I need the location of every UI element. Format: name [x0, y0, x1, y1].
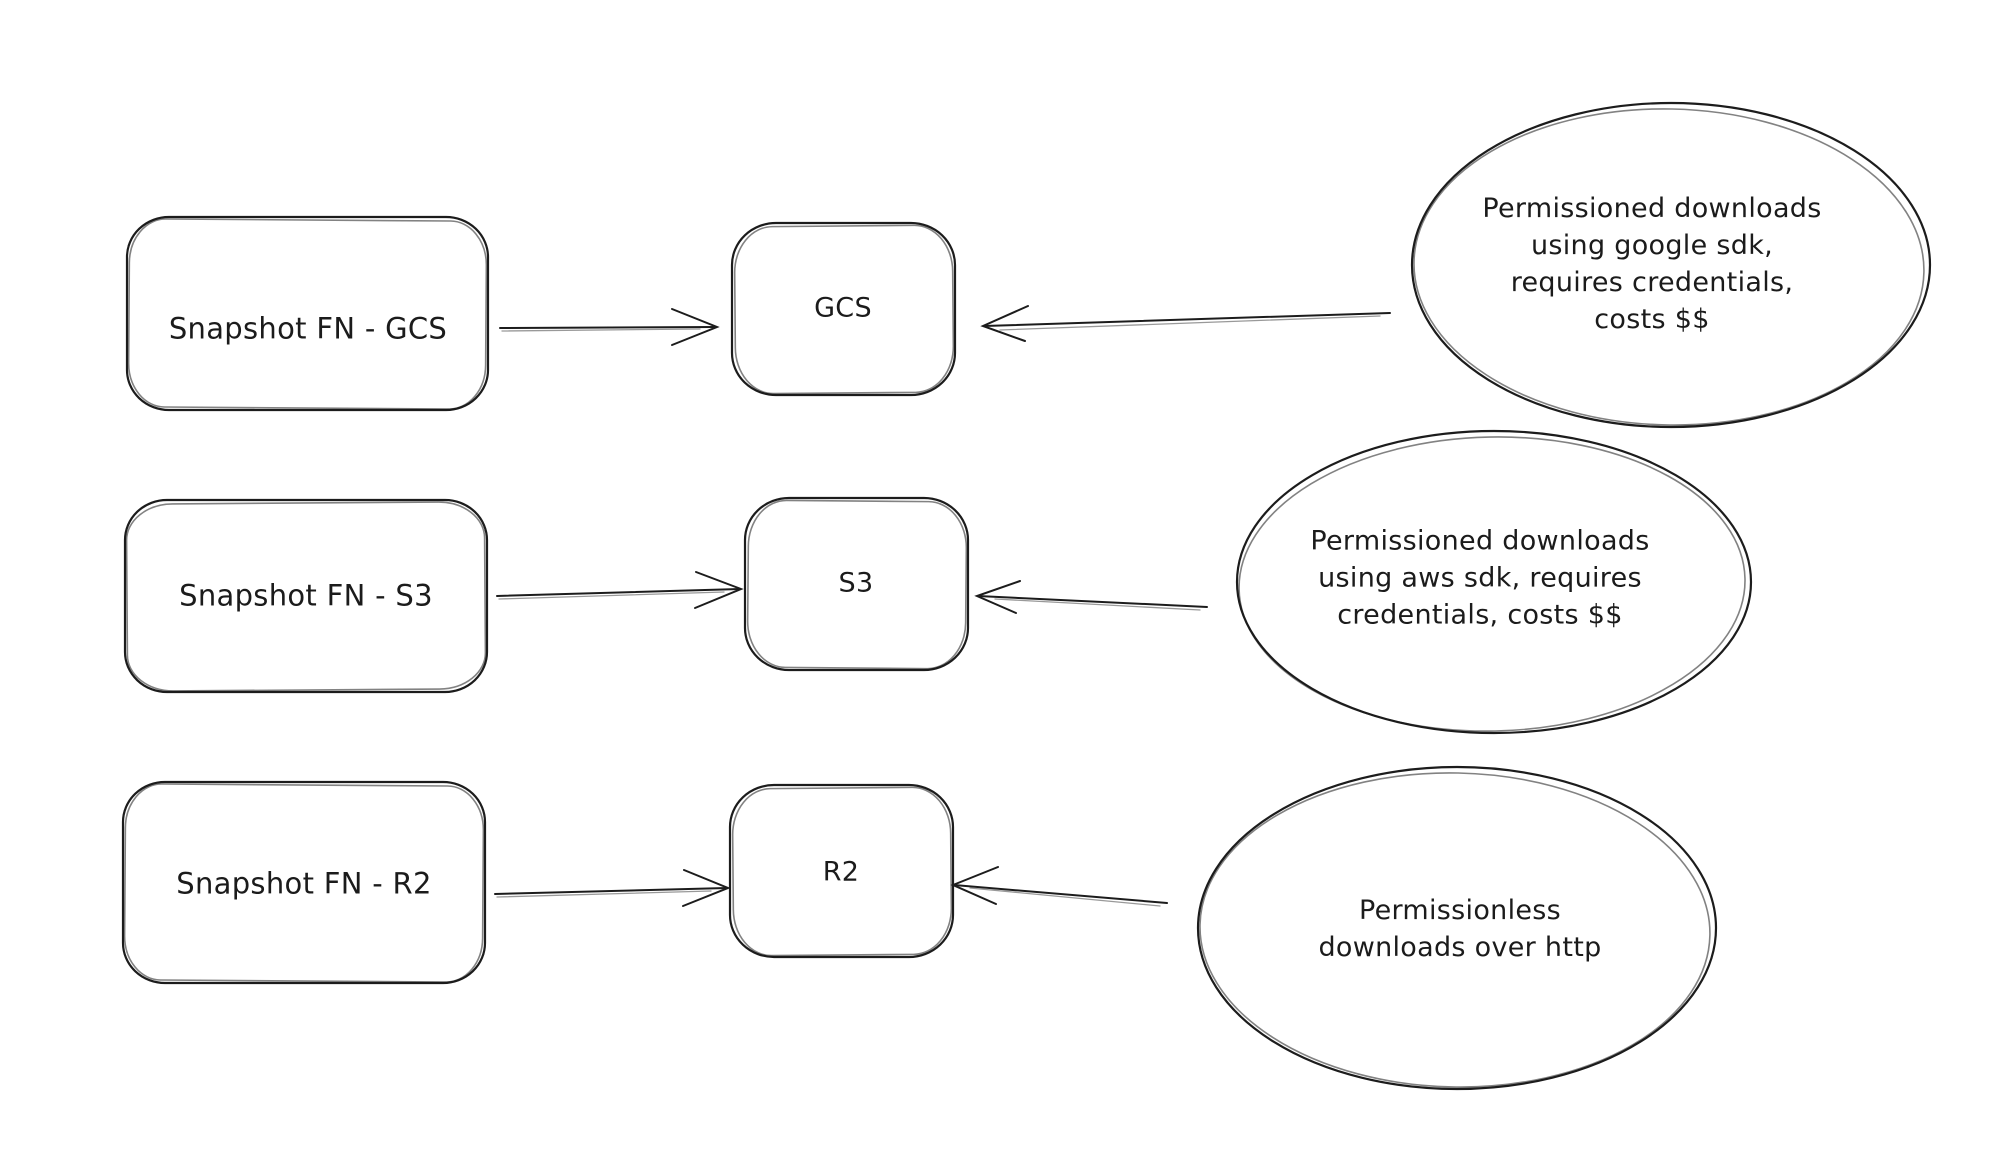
- arrow-snapshot-s3-to-s3: [496, 571, 744, 609]
- snapshot-fn-r2-box: [121, 780, 487, 985]
- gcs-label: GCS: [814, 292, 872, 324]
- s3-box: [743, 496, 970, 672]
- arrow-s3-note-to-s3: [974, 580, 1208, 614]
- s3-label: S3: [838, 567, 874, 599]
- arrow-snapshot-gcs-to-gcs: [499, 308, 720, 346]
- snapshot-fn-r2-label: Snapshot FN - R2: [176, 866, 432, 901]
- arrow-r2-note-to-r2: [950, 866, 1168, 907]
- snapshot-fn-gcs-box: [125, 215, 490, 412]
- gcs-box: [730, 221, 957, 397]
- arrow-snapshot-r2-to-r2: [494, 869, 731, 907]
- snapshot-fn-s3-box: [123, 498, 489, 694]
- r2-note-text: Permissionless downloads over http: [1318, 895, 1602, 963]
- r2-note-ellipse: [1196, 765, 1718, 1091]
- arrow-gcs-note-to-gcs: [980, 305, 1391, 342]
- r2-label: R2: [822, 856, 860, 888]
- s3-note-ellipse: [1235, 429, 1753, 735]
- r2-box: [728, 783, 955, 959]
- snapshot-fn-gcs-label: Snapshot FN - GCS: [168, 311, 448, 346]
- snapshot-fn-s3-label: Snapshot FN - S3: [179, 578, 433, 613]
- gcs-note-ellipse: [1410, 101, 1932, 429]
- s3-note-text: Permissioned downloads using aws sdk, re…: [1310, 525, 1650, 631]
- gcs-note-text: Permissioned downloads using google sdk,…: [1482, 193, 1822, 335]
